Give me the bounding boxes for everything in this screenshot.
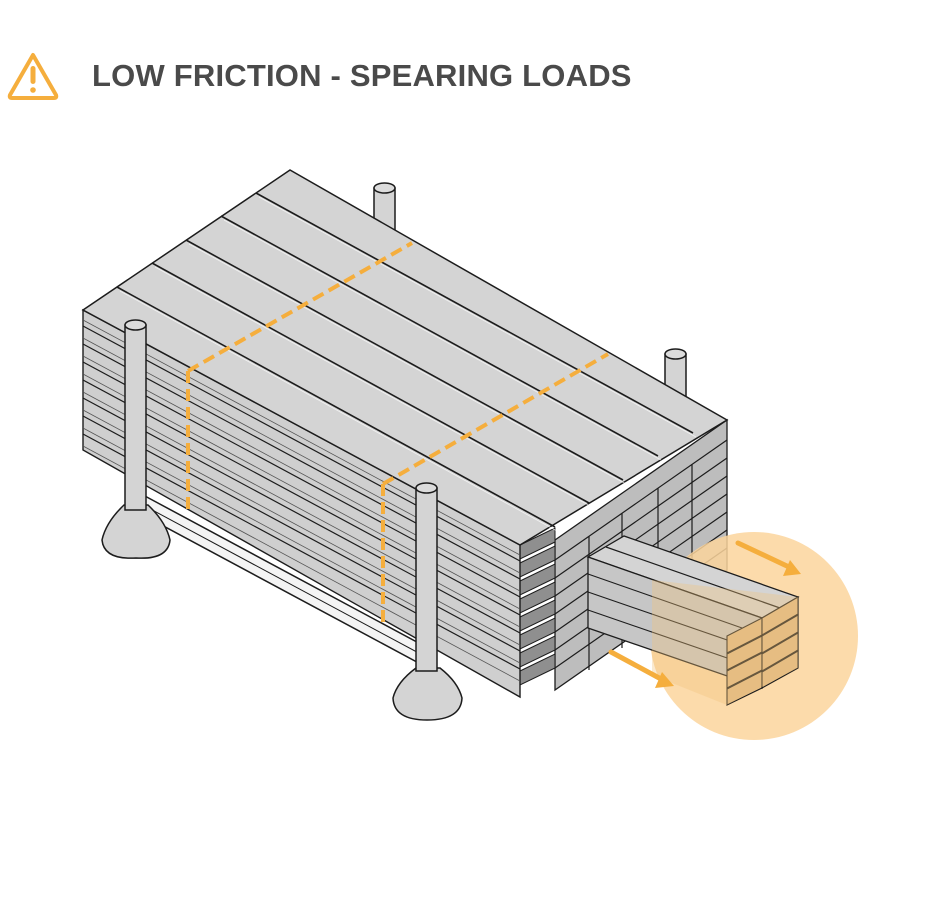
stillage-post-front-right: [392, 482, 463, 721]
sliding-boards: [586, 535, 800, 706]
stillage-post-front-left: [101, 319, 171, 559]
slide-arrow-top: [735, 540, 801, 576]
stack-front-layers: [82, 308, 521, 699]
page-title: LOW FRICTION - SPEARING LOADS: [92, 58, 632, 93]
warning-triangle-icon: [7, 53, 59, 100]
stack-top-boards: [81, 169, 729, 546]
strap-band-right: [381, 352, 610, 625]
strap-band-left: [186, 241, 413, 512]
header: LOW FRICTION - SPEARING LOADS: [6, 48, 632, 104]
slide-arrow-bottom: [608, 649, 674, 688]
